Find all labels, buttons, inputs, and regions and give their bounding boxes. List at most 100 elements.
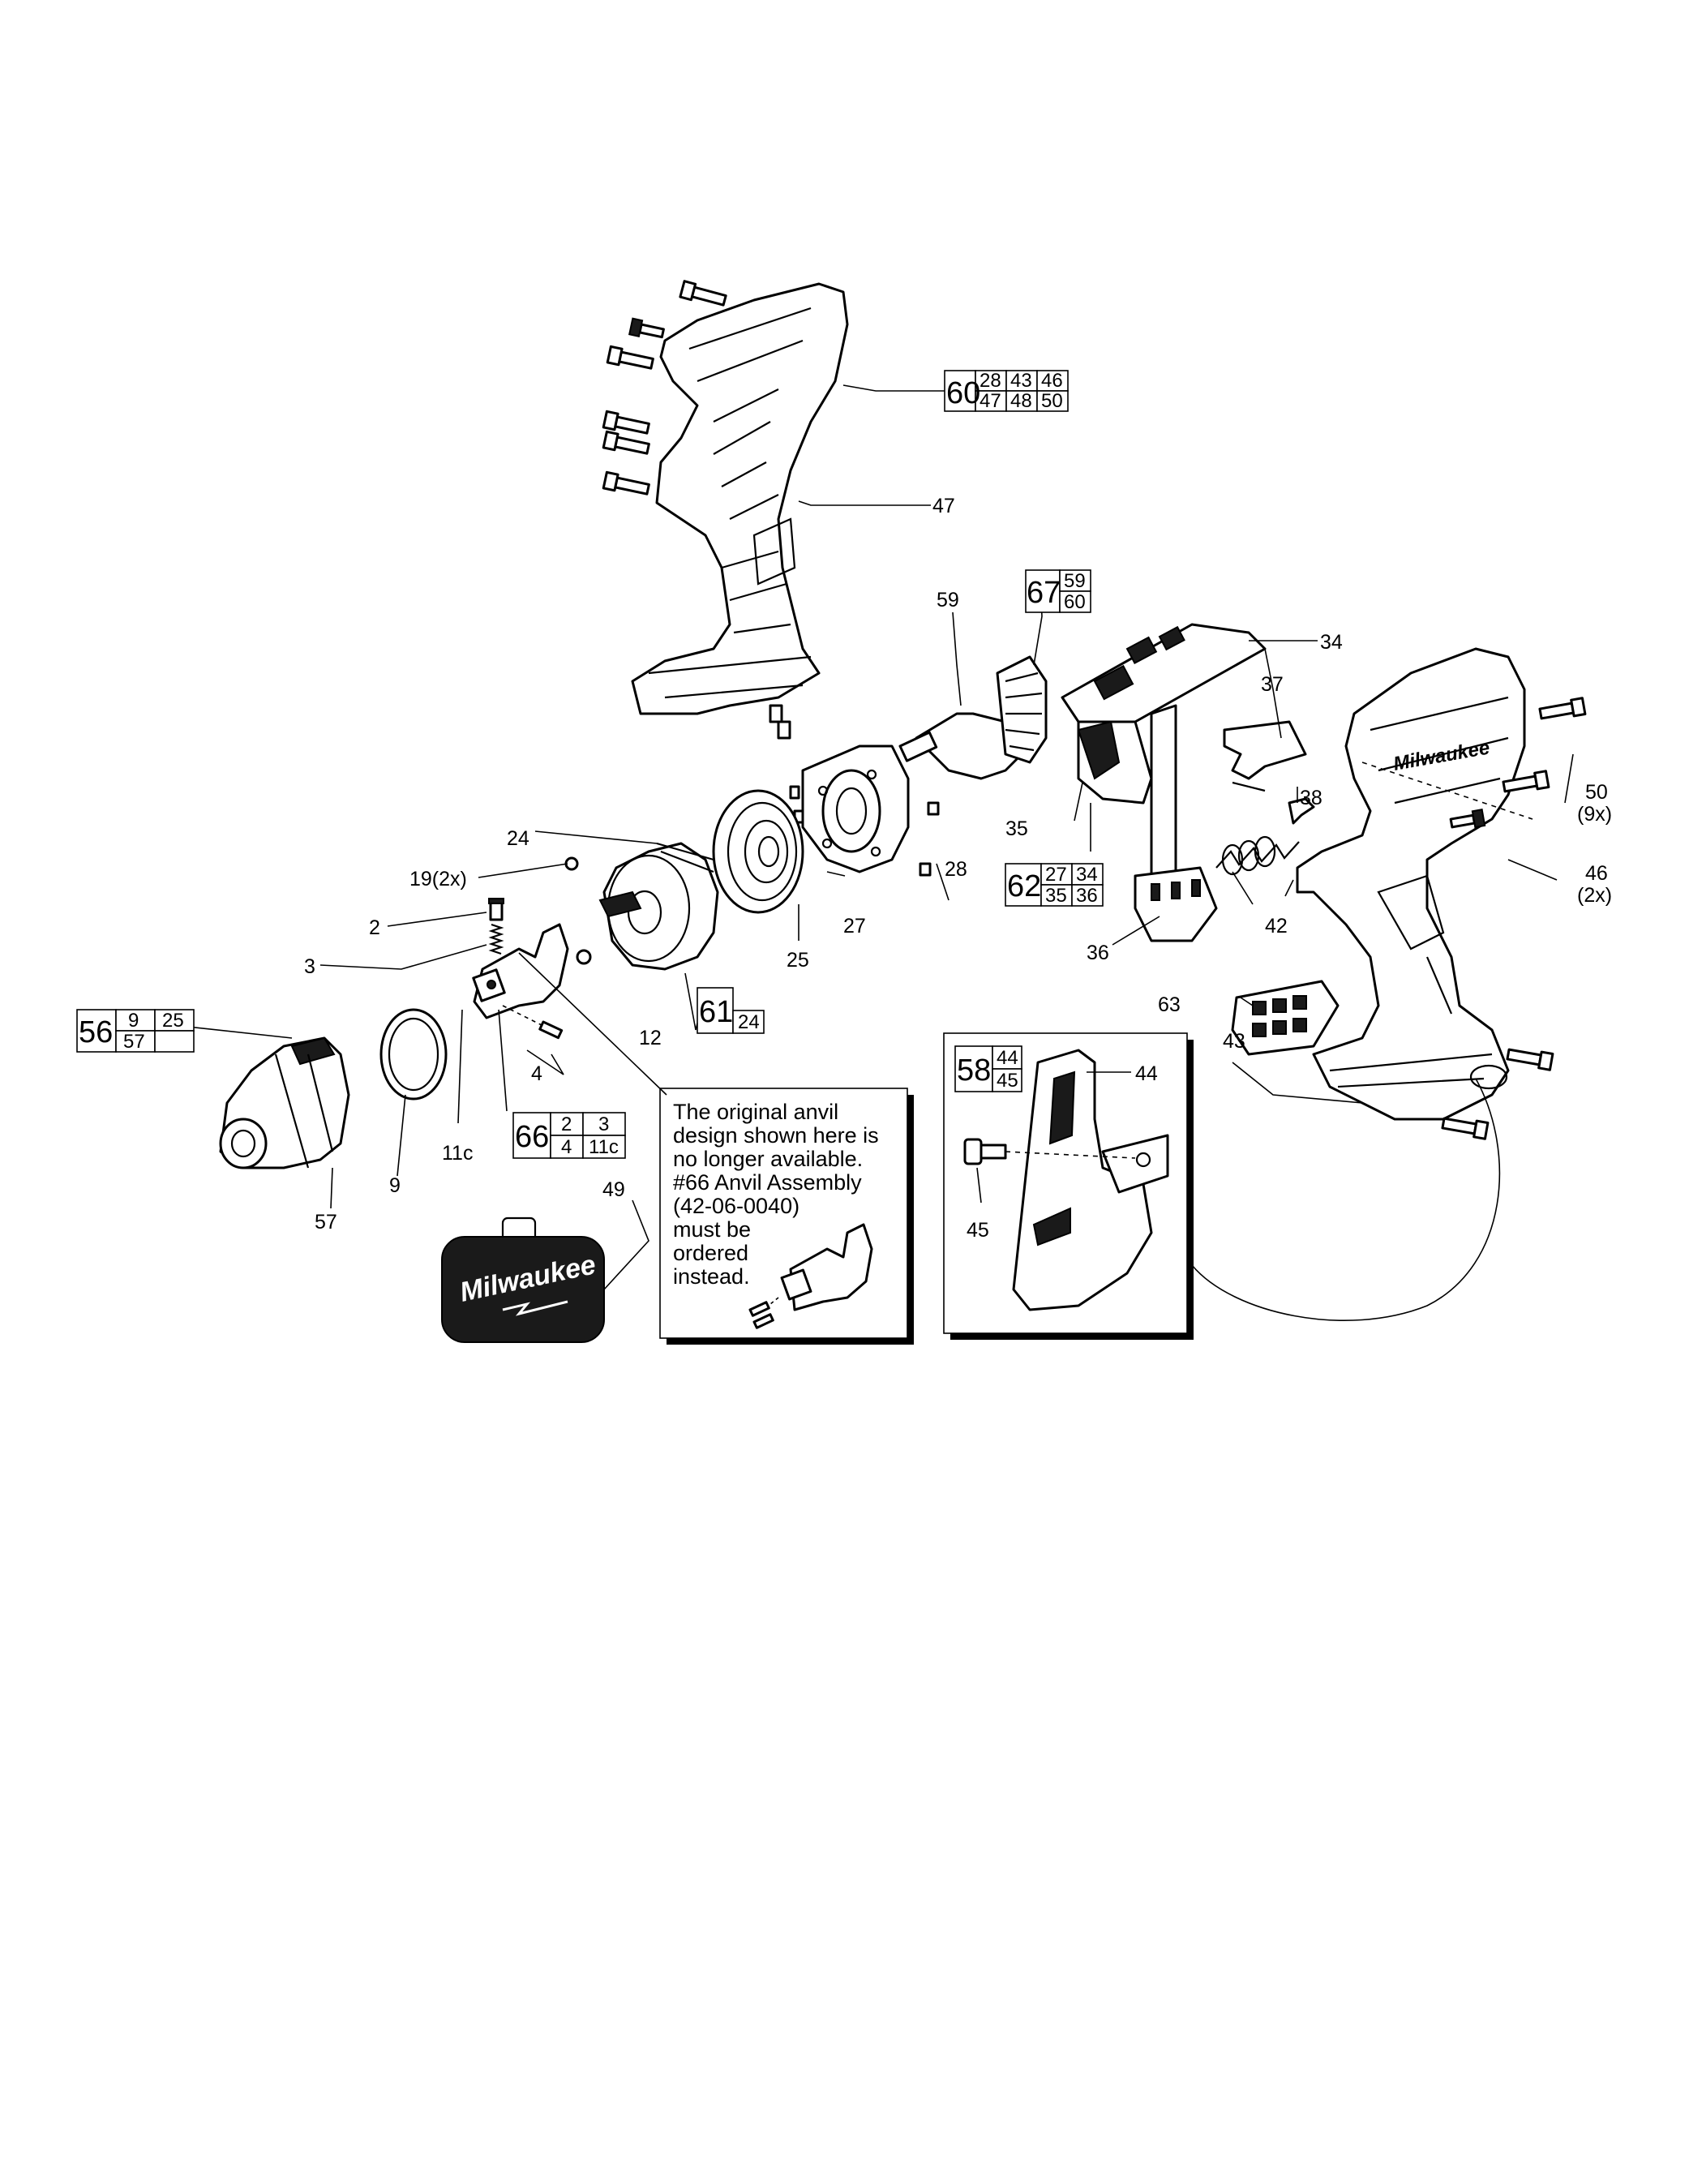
belt-hook-screw [963,1138,1007,1165]
kit-61: 61 24 [697,987,765,1034]
kit-60-sub: 28 [980,370,1001,392]
left-housing-half [631,282,849,740]
belt-hook [1012,1049,1169,1311]
callout-43: 43 [1223,1030,1245,1053]
anvil-note-box: The original anvil design shown here is … [659,1088,914,1345]
kit-62: 62 27 34 35 36 [1005,863,1104,907]
callout-59: 59 [937,589,959,611]
kit-62-sub: 36 [1076,885,1098,907]
note-line-4: #66 Anvil Assembly [673,1170,862,1195]
callout-44: 44 [1135,1062,1158,1085]
note-line-6: must be [673,1217,751,1242]
roll-pin-4 [538,1020,564,1040]
pcb-switch-assembly [1061,623,1267,942]
carry-case: Milwaukee [441,1216,605,1343]
note-line-3: no longer available. [673,1147,863,1171]
kit-62-sub: 27 [1045,864,1067,886]
callout-42: 42 [1265,915,1288,938]
note-line-7: ordered [673,1241,748,1265]
right-housing-half: Milwaukee [1191,647,1587,1322]
callout-12: 12 [639,1027,662,1049]
kit-60-sub: 43 [1010,370,1032,392]
kit-67-sub: 60 [1064,591,1086,613]
led-lens [1231,980,1340,1056]
kit-62-main: 62 [1007,869,1041,903]
kit-61-sub: 24 [738,1011,760,1033]
callout-28: 28 [945,858,967,881]
gear-case [712,789,804,914]
detent-pin-2 [488,898,504,921]
callout-35: 35 [1005,817,1028,840]
callout-24: 24 [507,827,529,850]
callout-9: 9 [389,1174,401,1197]
trigger-spring [1215,835,1300,876]
stator [789,744,940,877]
callout-4: 4 [531,1062,542,1085]
note-line-8: instead. [673,1264,750,1289]
kit-66-sub: 11c [589,1136,619,1158]
callout-25: 25 [787,949,809,972]
steel-ball-12 [576,949,592,965]
kit-62-sub: 34 [1076,864,1098,886]
nose-cap [219,1036,350,1169]
kit-60-sub: 47 [980,390,1001,412]
note-line-2: design shown here is [673,1123,879,1148]
callout-57: 57 [315,1211,337,1234]
kit-66-sub: 2 [561,1113,572,1135]
note-line-1: The original anvil [673,1100,838,1124]
callout-46-qty: (2x) [1577,884,1612,907]
callout-labels: 47 59 34 37 38 35 50 (9x) 46 (2x) 28 27 … [304,495,1612,1242]
washer [379,1008,448,1101]
callout-19: 19(2x) [409,868,467,890]
steel-ball-19 [564,856,579,871]
kit-58: 58 44 45 [954,1045,1022,1092]
callout-3: 3 [304,955,315,978]
kit-56-sub: 9 [128,1010,139,1032]
callout-27: 27 [843,915,866,938]
callout-45: 45 [967,1219,989,1242]
kit-60-sub: 48 [1010,390,1032,412]
rotor [898,655,1048,780]
direction-lever [1223,720,1307,792]
callout-47: 47 [932,495,955,517]
callout-50: 50 [1585,781,1608,804]
kit-66-sub: 3 [598,1113,609,1135]
callout-38: 38 [1300,787,1322,809]
kit-56: 56 9 25 57 [76,1009,195,1053]
kit-61-main: 61 [699,995,733,1029]
kit-56-sub: 25 [162,1010,184,1032]
kit-62-sub: 35 [1045,885,1067,907]
hammer-assembly [598,842,719,971]
kit-60-main: 60 [946,376,980,410]
callout-36: 36 [1087,942,1109,964]
housing-screws [602,280,727,496]
kit-66-sub: 4 [561,1136,572,1158]
leader-lines [157,384,1574,1290]
kit-58-sub: 44 [997,1047,1018,1069]
callout-46: 46 [1585,862,1608,885]
kit-66-main: 66 [515,1120,549,1154]
kit-67: 67 59 60 [1025,569,1091,613]
kit-67-main: 67 [1027,576,1061,610]
detent-spring-3 [488,923,504,955]
callout-34: 34 [1320,631,1343,654]
lever-detent-spring [1288,797,1315,825]
kit-66: 66 2 3 4 11c [512,1112,626,1159]
old-anvil-sketch [748,1223,873,1329]
kit-67-sub: 59 [1064,570,1086,592]
callout-63: 63 [1158,993,1181,1016]
callout-49: 49 [602,1178,625,1201]
kit-60: 60 28 43 46 47 48 50 [944,370,1069,412]
kit-60-sub: 50 [1041,390,1063,412]
kit-60-sub: 46 [1041,370,1063,392]
kit-58-sub: 45 [997,1070,1018,1092]
note-line-5: (42-06-0040) [673,1194,799,1218]
callout-11c: 11c [442,1142,473,1165]
kit-58-main: 58 [957,1053,991,1088]
callout-2: 2 [369,916,380,939]
anvil [472,923,569,1019]
kit-56-sub: 57 [123,1031,145,1053]
callout-37: 37 [1261,673,1284,696]
callout-50-qty: (9x) [1577,803,1612,826]
